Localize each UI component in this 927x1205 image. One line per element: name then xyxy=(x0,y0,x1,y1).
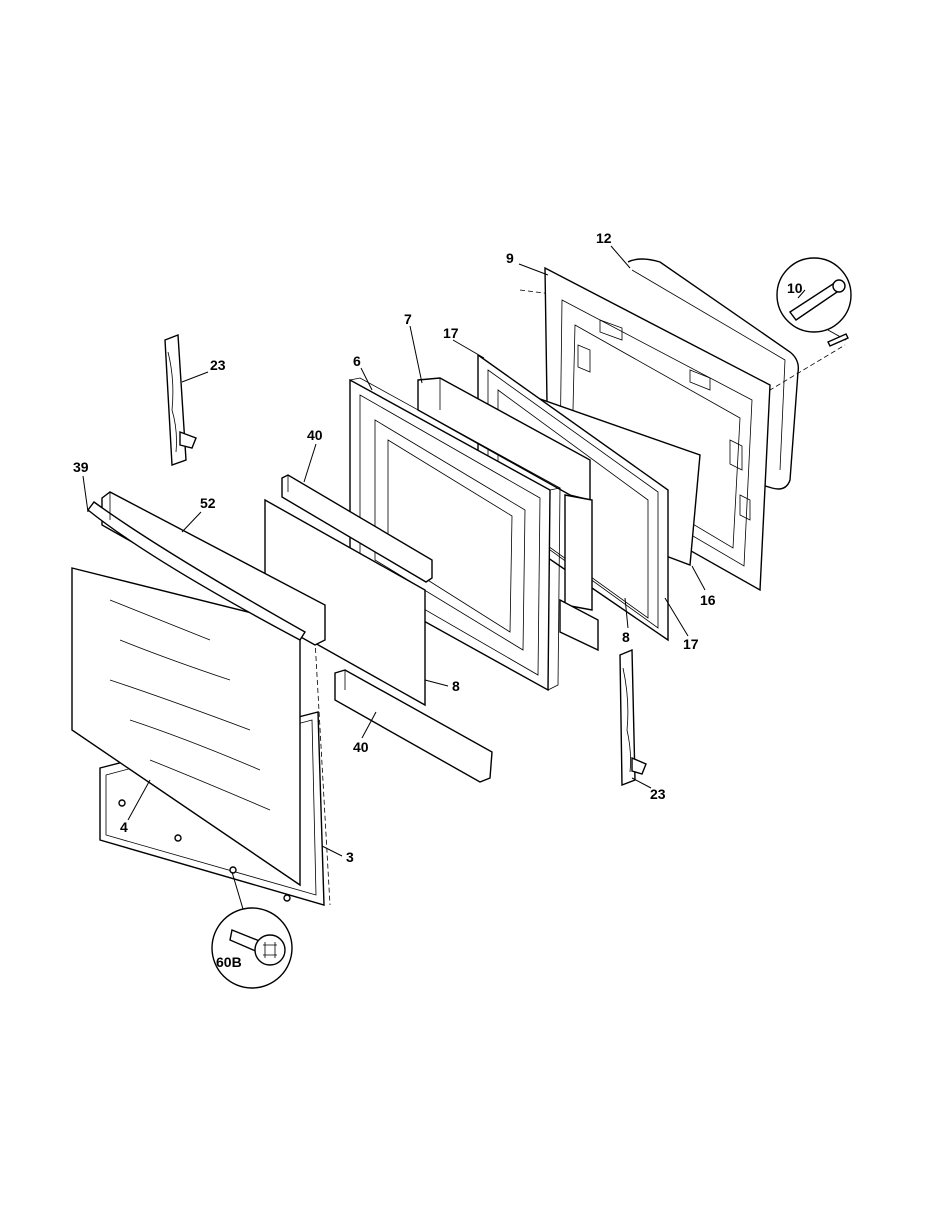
callout-labels: 3 4 6 7 8 8 9 10 12 16 17 17 23 23 39 40… xyxy=(73,230,803,970)
callout-10: 10 xyxy=(787,280,803,296)
callout-23-lower: 23 xyxy=(650,786,666,802)
callout-9: 9 xyxy=(506,250,514,266)
callout-17-right: 17 xyxy=(683,636,699,652)
hinge-23-upper xyxy=(164,334,197,466)
callout-39: 39 xyxy=(73,459,89,475)
callout-17-top: 17 xyxy=(443,325,459,341)
callout-4: 4 xyxy=(120,819,128,835)
callout-16: 16 xyxy=(700,592,716,608)
hinge-bracket-40-upper xyxy=(281,474,433,583)
callout-40-upper: 40 xyxy=(307,427,323,443)
screws xyxy=(118,799,291,902)
callout-60b: 60B xyxy=(216,954,242,970)
callout-12: 12 xyxy=(596,230,612,246)
callout-6: 6 xyxy=(353,353,361,369)
callout-7: 7 xyxy=(404,311,412,327)
door-gasket-12 xyxy=(627,258,800,490)
hinge-bracket-40-lower xyxy=(334,669,493,783)
detail-circle-part-10 xyxy=(776,257,852,347)
door-handle-39-trim-52 xyxy=(87,491,326,646)
outer-glass-4 xyxy=(71,567,301,887)
callout-leaders xyxy=(82,245,806,857)
callout-23-upper: 23 xyxy=(210,357,226,373)
callout-8-rear: 8 xyxy=(622,629,630,645)
hinge-23-lower xyxy=(619,648,647,787)
callout-3: 3 xyxy=(346,849,354,865)
callout-8-front: 8 xyxy=(452,678,460,694)
callout-40-lower: 40 xyxy=(353,739,369,755)
callout-52: 52 xyxy=(200,495,216,511)
detail-circle-part-60b xyxy=(211,871,293,989)
